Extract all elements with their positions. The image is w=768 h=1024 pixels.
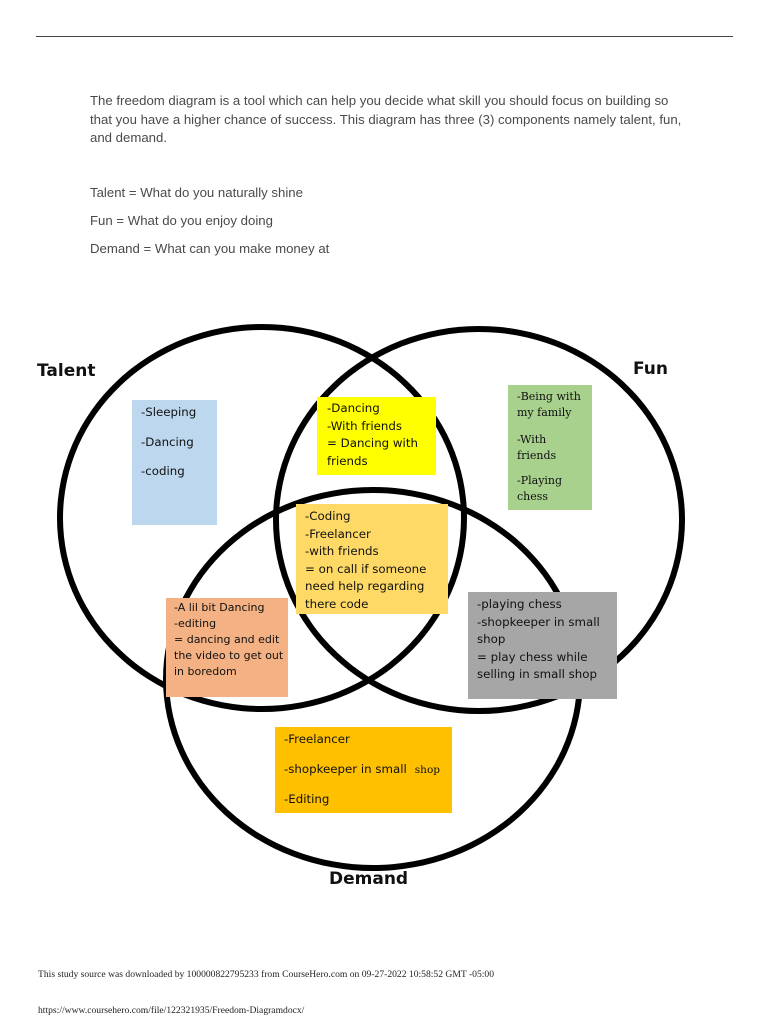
- talent-demand-note: -A lil bit Dancing -editing = dancing an…: [166, 598, 288, 697]
- freedom-venn-diagram: Talent Fun Demand -Sleeping -Dancing -co…: [0, 300, 768, 910]
- note-item: -With friends: [517, 433, 557, 462]
- talent-definition: Talent = What do you naturally shine: [90, 185, 303, 200]
- note-line: = play chess while: [477, 649, 588, 664]
- center-note: -Coding -Freelancer -with friends = on c…: [296, 504, 448, 614]
- note-line: = Dancing with: [327, 436, 418, 450]
- top-divider: [36, 36, 733, 37]
- fun-only-note: -Being with my family -With friends -Pla…: [508, 385, 592, 510]
- fun-demand-note: -playing chess -shopkeeper in small shop…: [468, 592, 617, 699]
- note-line: the video to get out: [174, 649, 284, 662]
- note-line: -Freelancer: [305, 526, 371, 541]
- note-item: -Freelancer: [284, 732, 350, 746]
- note-line: -with friends: [305, 544, 379, 558]
- talent-label: Talent: [37, 361, 96, 381]
- talent-fun-note: -Dancing -With friends = Dancing with fr…: [317, 397, 436, 475]
- source-notice: This study source was downloaded by 1000…: [38, 969, 495, 980]
- fun-label: Fun: [633, 359, 668, 379]
- note-line: there code: [305, 596, 369, 611]
- demand-only-note: -Freelancer -shopkeeper in small shop -E…: [275, 727, 452, 813]
- intro-paragraph: The freedom diagram is a tool which can …: [90, 93, 682, 145]
- note-line: -Coding: [305, 509, 351, 523]
- note-line: selling in small shop: [477, 667, 597, 681]
- note-line: -With friends: [327, 418, 402, 433]
- note-item: -Dancing: [141, 434, 194, 449]
- note-line: -shopkeeper in small: [477, 614, 600, 629]
- note-line: -playing chess: [477, 597, 562, 611]
- note-line: in boredom: [174, 665, 237, 678]
- note-line: need help regarding: [305, 579, 425, 593]
- talent-only-note: -Sleeping -Dancing -coding: [132, 400, 217, 525]
- fun-definition: Fun = What do you enjoy doing: [90, 213, 273, 228]
- note-line: friends: [327, 453, 368, 468]
- note-line: shop: [477, 632, 506, 646]
- note-item: -Editing: [284, 792, 330, 806]
- note-item-tail: shop: [414, 763, 440, 776]
- note-item: -Being with my family: [517, 390, 581, 419]
- note-line: -editing: [174, 617, 217, 630]
- note-line: -A lil bit Dancing: [174, 601, 265, 614]
- note-line: -Dancing: [327, 401, 380, 415]
- note-line: = dancing and edit: [174, 633, 280, 646]
- demand-definition: Demand = What can you make money at: [90, 241, 330, 256]
- note-item: -Sleeping: [141, 405, 197, 419]
- note-line: = on call if someone: [305, 561, 427, 576]
- note-item: -Playing chess: [517, 474, 563, 503]
- note-item: -coding: [141, 464, 185, 478]
- note-item: -shopkeeper in small: [284, 761, 407, 776]
- source-url: https://www.coursehero.com/file/12232193…: [38, 1005, 305, 1016]
- demand-label: Demand: [329, 869, 409, 889]
- note-item-row: -shopkeeper in small shop: [284, 761, 443, 780]
